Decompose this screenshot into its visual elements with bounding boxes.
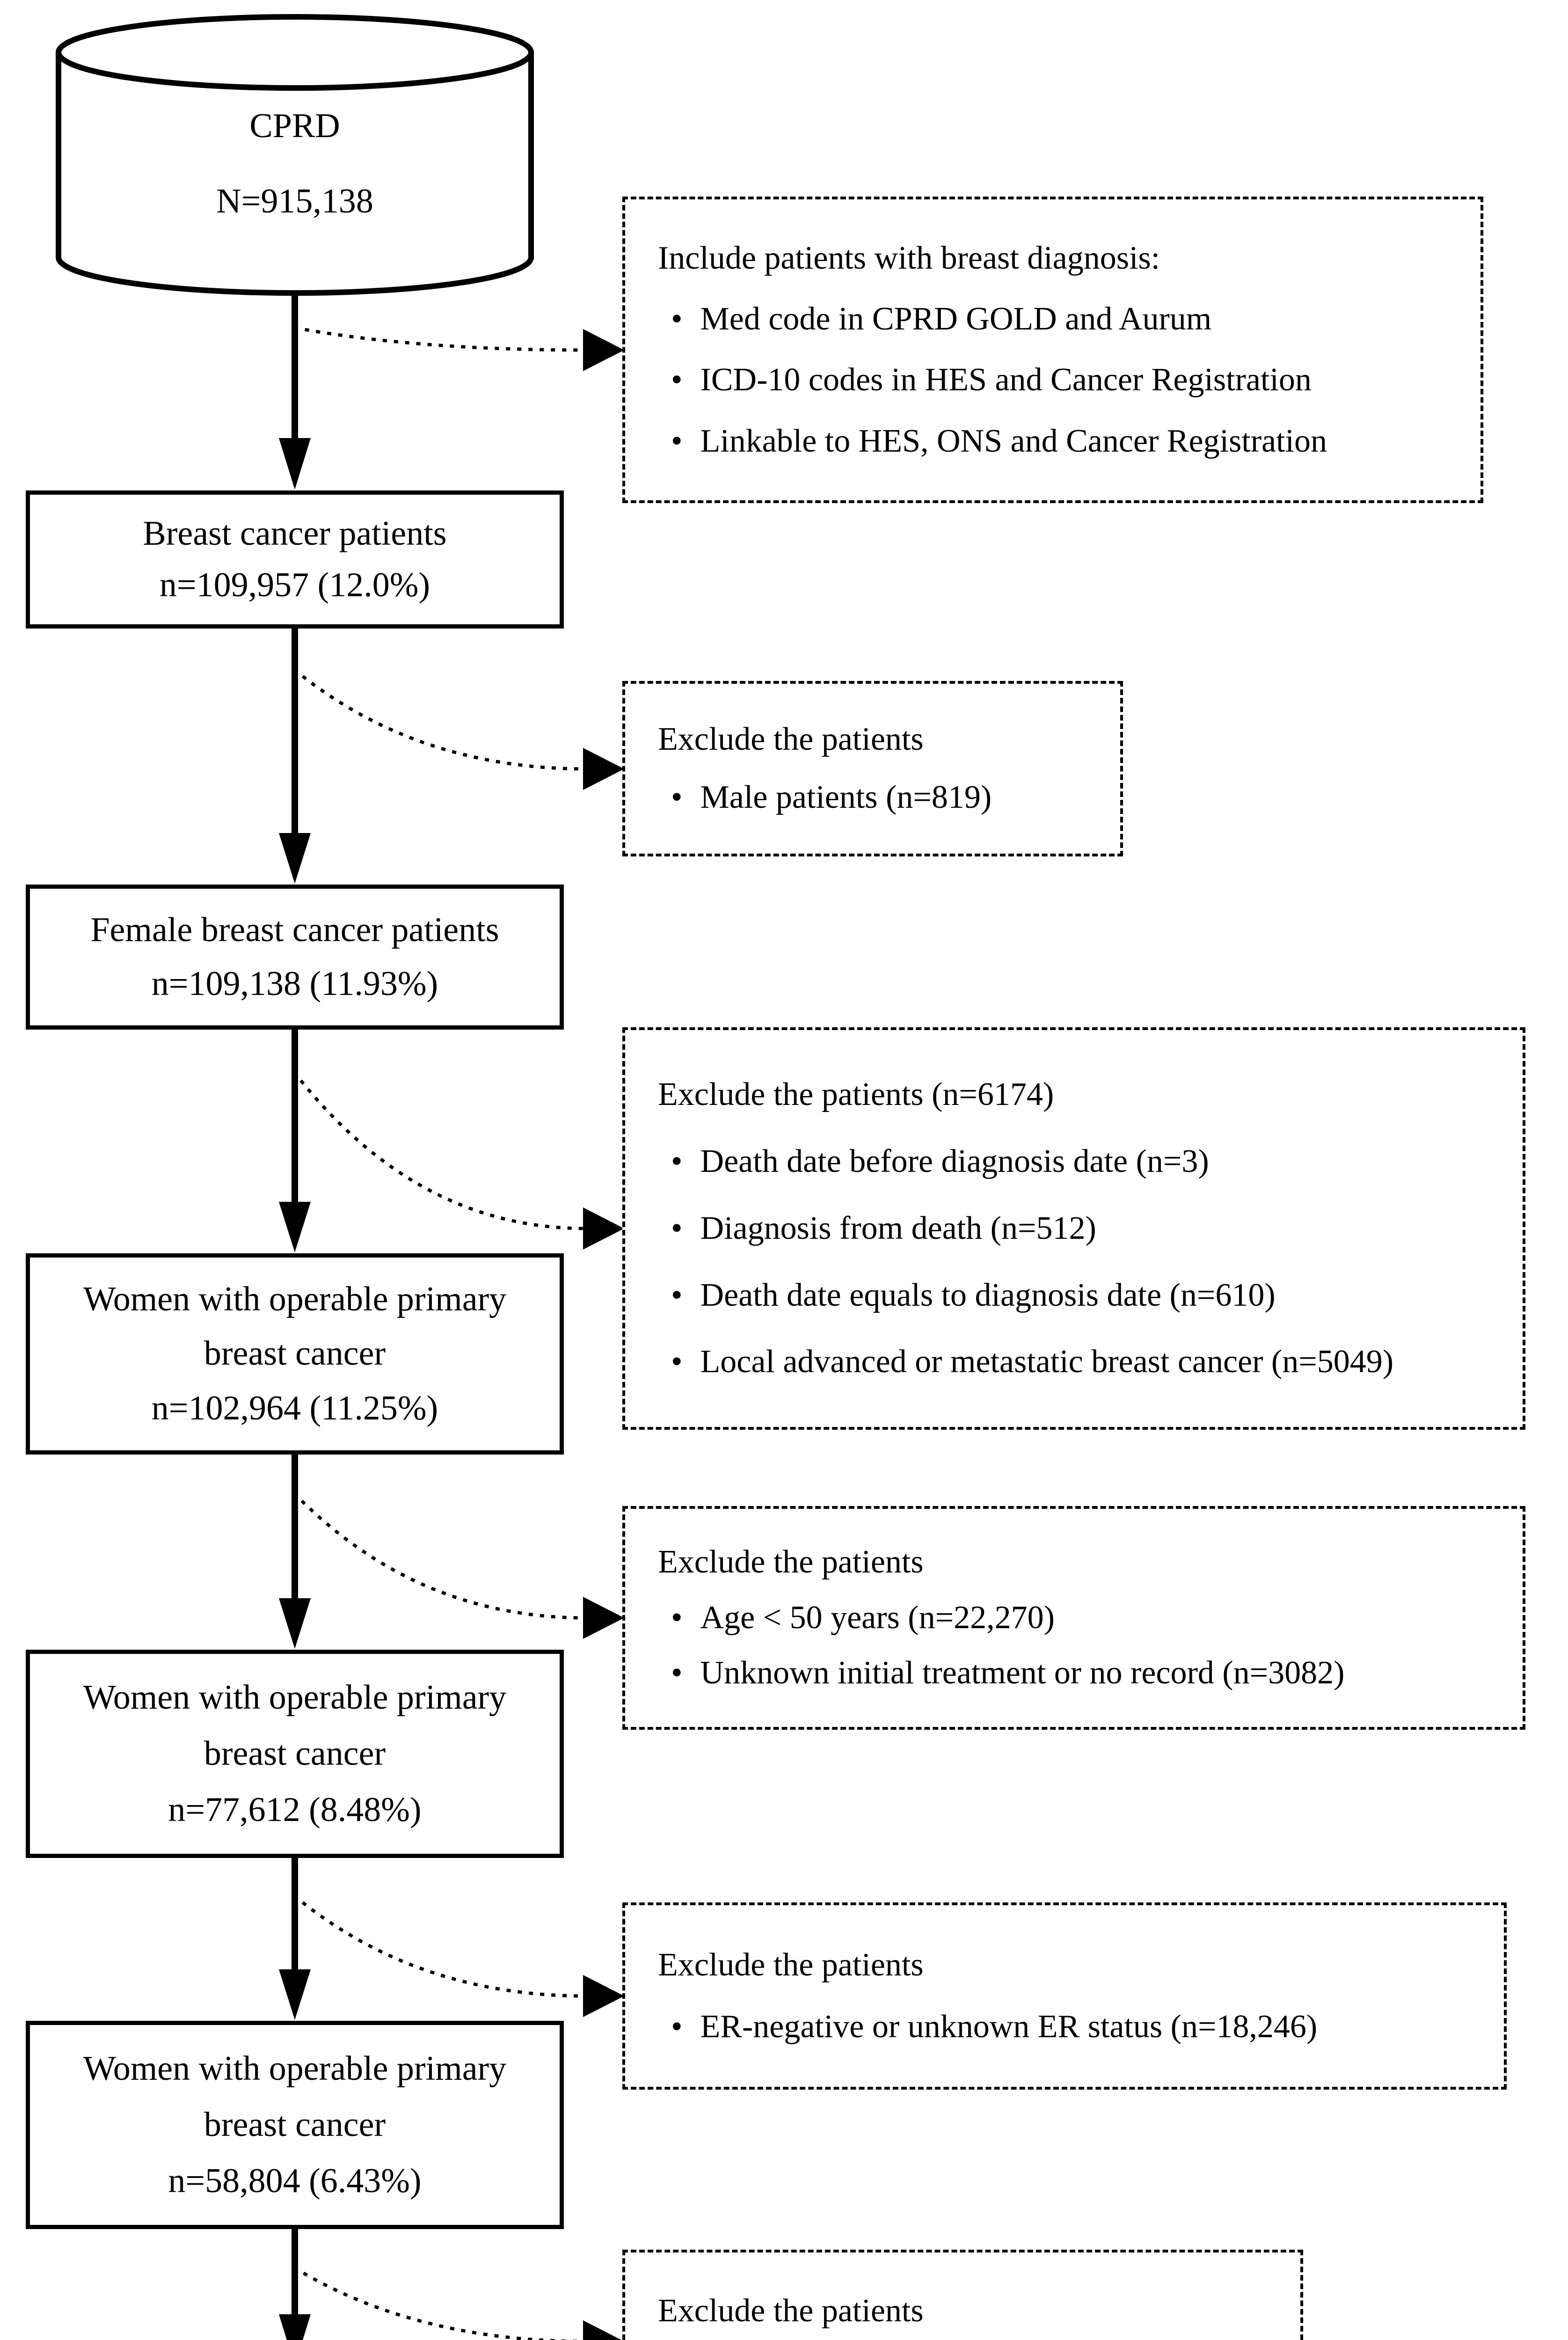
exclude-criteria-box-age70: Exclude the patients • Aged < 70 years o… — [622, 2250, 1303, 2340]
exclude-connector-arrow-5 — [292, 1894, 624, 2017]
node-label: Women with operable primary — [83, 2049, 507, 2088]
node-label: Women with operable primary — [83, 1280, 507, 1318]
node-operable-primary-2: Women with operable primary breast cance… — [26, 1650, 564, 1858]
bullet-icon: • — [671, 301, 683, 337]
criteria-title: Exclude the patients — [658, 721, 924, 758]
flow-arrow-1 — [279, 293, 311, 490]
criteria-text: Med code in CPRD GOLD and Aurum — [700, 301, 1212, 337]
criteria-text: ICD-10 codes in HES and Cancer Registrat… — [700, 362, 1312, 398]
bullet-icon: • — [671, 1143, 683, 1179]
criteria-text: Linkable to HES, ONS and Cancer Registra… — [700, 423, 1327, 459]
criteria-bullet: • Local advanced or metastatic breast ca… — [658, 1343, 1504, 1381]
criteria-text: Unknown initial treatment or no record (… — [700, 1655, 1345, 1691]
database-cylinder-icon — [56, 14, 534, 296]
bullet-icon: • — [671, 1344, 683, 1380]
node-operable-primary-1: Women with operable primary breast cance… — [26, 1253, 564, 1455]
exclude-connector-arrow-6 — [293, 2266, 622, 2340]
exclude-criteria-box-age50: Exclude the patients • Age < 50 years (n… — [622, 1506, 1525, 1730]
include-connector-arrow-1 — [293, 326, 624, 371]
flow-arrow-2 — [279, 629, 311, 884]
criteria-bullet: • Age < 50 years (n=22,270) — [658, 1599, 1504, 1637]
criteria-text: Age < 50 years (n=22,270) — [700, 1599, 1055, 1636]
node-label: Breast cancer patients — [143, 514, 447, 553]
criteria-text: Death date equals to diagnosis date (n=6… — [700, 1277, 1276, 1313]
criteria-text: Death date before diagnosis date (n=3) — [700, 1143, 1209, 1179]
criteria-bullet: • Death date equals to diagnosis date (n… — [658, 1277, 1504, 1315]
criteria-bullet: • Linkable to HES, ONS and Cancer Regist… — [658, 423, 1462, 461]
node-count: n=58,804 (6.43%) — [168, 2161, 422, 2200]
criteria-bullet: • Diagnosis from death (n=512) — [658, 1210, 1504, 1248]
criteria-title: Include patients with breast diagnosis: — [658, 240, 1160, 276]
node-label: Female breast cancer patients — [90, 910, 499, 949]
criteria-bullet: • ER-negative or unknown ER status (n=18… — [658, 2008, 1485, 2046]
criteria-text: ER-negative or unknown ER status (n=18,2… — [700, 2008, 1318, 2045]
flow-arrow-5 — [279, 1858, 311, 2020]
bullet-icon: • — [671, 1655, 683, 1691]
criteria-title: Exclude the patients — [658, 1946, 924, 1983]
criteria-bullet: • Death date before diagnosis date (n=3) — [658, 1143, 1504, 1181]
criteria-bullet: • Male patients (n=819) — [658, 779, 1101, 817]
flow-arrow-6 — [279, 2229, 311, 2340]
node-count: n=109,138 (11.93%) — [151, 964, 438, 1003]
exclude-connector-arrow-3 — [292, 1070, 624, 1250]
node-count: n=109,957 (12.0%) — [159, 565, 430, 604]
database-title: CPRD — [249, 106, 340, 145]
node-label: breast cancer — [204, 1734, 386, 1773]
include-criteria-box: Include patients with breast diagnosis: … — [622, 197, 1483, 503]
flow-arrow-3 — [279, 1030, 311, 1252]
node-count: n=77,612 (8.48%) — [168, 1790, 422, 1829]
node-breast-cancer-patients: Breast cancer patients n=109,957 (12.0%) — [26, 490, 564, 629]
bullet-icon: • — [671, 779, 683, 816]
exclude-criteria-box-6174: Exclude the patients (n=6174) • Death da… — [622, 1027, 1525, 1430]
bullet-icon: • — [671, 2008, 683, 2045]
node-female-breast-cancer-patients: Female breast cancer patients n=109,138 … — [26, 885, 564, 1030]
bullet-icon: • — [671, 423, 683, 459]
node-operable-primary-3: Women with operable primary breast cance… — [26, 2021, 564, 2229]
exclude-criteria-box-er-status: Exclude the patients • ER-negative or un… — [622, 1902, 1507, 2090]
criteria-title: Exclude the patients — [658, 2293, 924, 2329]
node-label: Women with operable primary — [83, 1678, 507, 1717]
criteria-bullet: • ICD-10 codes in HES and Cancer Registr… — [658, 361, 1462, 399]
node-label: breast cancer — [204, 1334, 386, 1373]
cprd-database-label: CPRD N=915,138 — [58, 70, 531, 257]
flow-arrow-4 — [279, 1455, 311, 1649]
criteria-title: Exclude the patients — [658, 1544, 924, 1580]
exclude-criteria-box-male: Exclude the patients • Male patients (n=… — [622, 681, 1123, 856]
exclude-connector-arrow-2 — [292, 668, 624, 790]
bullet-icon: • — [671, 362, 683, 398]
node-count: n=102,964 (11.25%) — [151, 1389, 438, 1427]
criteria-text: Male patients (n=819) — [700, 779, 992, 816]
bullet-icon: • — [671, 1599, 683, 1636]
criteria-bullet: • Med code in CPRD GOLD and Aurum — [658, 300, 1462, 338]
exclude-connector-arrow-4 — [292, 1492, 624, 1639]
criteria-title: Exclude the patients (n=6174) — [658, 1076, 1054, 1113]
node-label: breast cancer — [204, 2105, 386, 2144]
bullet-icon: • — [671, 1277, 683, 1313]
bullet-icon: • — [671, 1210, 683, 1246]
database-count: N=915,138 — [216, 182, 373, 221]
criteria-text: Diagnosis from death (n=512) — [700, 1210, 1096, 1246]
criteria-text: Local advanced or metastatic breast canc… — [700, 1344, 1394, 1380]
criteria-bullet: • Unknown initial treatment or no record… — [658, 1654, 1504, 1692]
